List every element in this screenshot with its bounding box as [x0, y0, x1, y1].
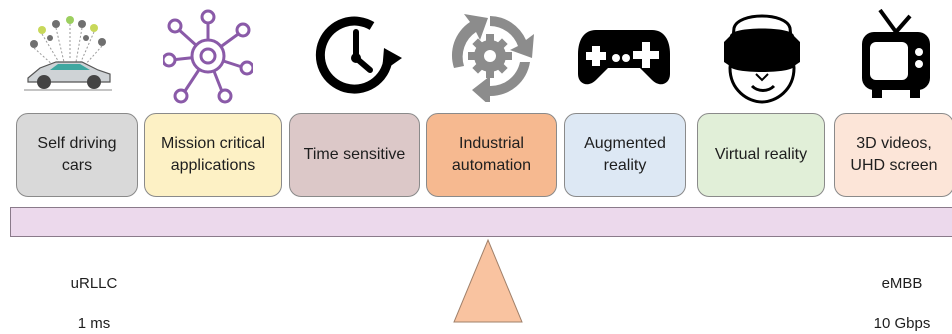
urllc-label: uRLLC 1 ms: [54, 254, 134, 334]
category-mission-critical-applications: Mission critical applications: [144, 113, 282, 197]
gamepad-icon: [574, 6, 674, 106]
category-virtual-reality: Virtual reality: [697, 113, 825, 197]
tv-icon: [846, 6, 946, 106]
gear-cycle-icon: [440, 6, 540, 106]
category-self-driving-cars: Self driving cars: [16, 113, 138, 197]
balance-beam: [10, 207, 952, 237]
clock-icon: [306, 6, 406, 106]
embb-label: eMBB 10 Gbps: [860, 254, 944, 334]
category-industrial-automation: Industrial automation: [426, 113, 557, 197]
fulcrum-triangle: [453, 238, 523, 323]
category-augmented-reality: Augmented reality: [564, 113, 686, 197]
embb-name: eMBB: [881, 275, 923, 292]
urllc-name: uRLLC: [70, 275, 118, 292]
category-3d-videos-uhd: 3D videos, UHD screen: [834, 113, 952, 197]
self-driving-car-icon: [18, 6, 118, 106]
network-hub-icon: [158, 6, 258, 106]
vr-headset-icon: [712, 6, 812, 106]
category-time-sensitive: Time sensitive: [289, 113, 420, 197]
